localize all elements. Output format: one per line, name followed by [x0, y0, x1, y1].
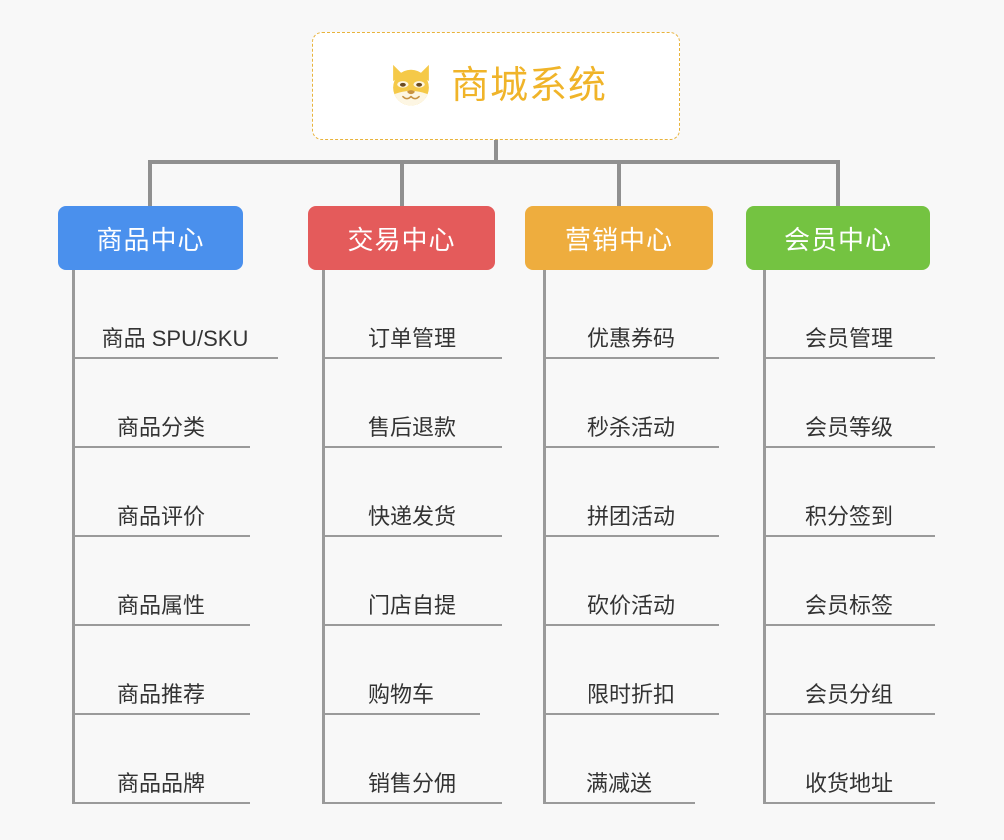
leaf-label: 购物车	[367, 681, 434, 707]
leaf-label: 商品属性	[116, 592, 205, 618]
leaf-label: 收货地址	[804, 770, 893, 796]
category-card-3[interactable]: 营销中心	[525, 206, 713, 270]
list-item[interactable]: 满减送	[543, 715, 695, 804]
root-node-card[interactable]: 商城系统	[312, 32, 680, 140]
list-item[interactable]: 门店自提	[322, 537, 502, 626]
connector-drop-4	[836, 163, 840, 206]
column-rail-1	[72, 270, 75, 804]
list-item[interactable]: 限时折扣	[543, 626, 719, 715]
list-item[interactable]: 快递发货	[322, 448, 502, 537]
leaf-label: 商品分类	[116, 414, 205, 440]
list-item[interactable]: 商品推荐	[72, 626, 250, 715]
category-card-2[interactable]: 交易中心	[308, 206, 495, 270]
connector-drop-1	[148, 163, 152, 206]
leaf-label: 门店自提	[367, 592, 456, 618]
leaf-label: 积分签到	[804, 503, 893, 529]
leaf-label: 会员等级	[804, 414, 893, 440]
list-item[interactable]: 会员标签	[763, 537, 935, 626]
connector-drop-2	[400, 163, 404, 206]
list-item[interactable]: 收货地址	[763, 715, 935, 804]
list-item[interactable]: 购物车	[322, 626, 480, 715]
leaf-label: 商品推荐	[116, 681, 205, 707]
list-item[interactable]: 商品评价	[72, 448, 250, 537]
column-rail-2	[322, 270, 325, 804]
list-item[interactable]: 积分签到	[763, 448, 935, 537]
list-item[interactable]: 订单管理	[322, 270, 502, 359]
list-item[interactable]: 会员等级	[763, 359, 935, 448]
list-item[interactable]: 商品分类	[72, 359, 250, 448]
connector-horizontal-bus	[148, 160, 840, 164]
list-item[interactable]: 销售分佣	[322, 715, 502, 804]
leaf-label: 拼团活动	[586, 503, 675, 529]
category-label-4: 会员中心	[783, 224, 892, 255]
category-label-3: 营销中心	[564, 224, 673, 255]
list-item[interactable]: 会员分组	[763, 626, 935, 715]
list-item[interactable]: 商品属性	[72, 537, 250, 626]
connector-drop-3	[617, 163, 621, 206]
list-item[interactable]: 砍价活动	[543, 537, 719, 626]
leaf-label: 商品 SPU/SKU	[101, 325, 249, 351]
column-rail-4	[763, 270, 766, 804]
column-rail-3	[543, 270, 546, 804]
root-node-label: 商城系统	[450, 65, 607, 107]
leaf-label: 商品评价	[116, 503, 205, 529]
category-card-4[interactable]: 会员中心	[746, 206, 930, 270]
leaf-label: 限时折扣	[586, 681, 675, 707]
leaf-label: 售后退款	[367, 414, 456, 440]
shiba-dog-face-icon	[393, 64, 429, 106]
leaf-label: 销售分佣	[367, 770, 456, 796]
leaf-label: 砍价活动	[586, 592, 675, 618]
leaf-label: 订单管理	[367, 325, 456, 351]
list-item[interactable]: 秒杀活动	[543, 359, 719, 448]
list-item[interactable]: 商品品牌	[72, 715, 250, 804]
connector-root-stem	[494, 140, 498, 163]
leaf-label: 优惠券码	[586, 325, 675, 351]
category-card-1[interactable]: 商品中心	[58, 206, 243, 270]
leaf-label: 会员管理	[804, 325, 893, 351]
list-item[interactable]: 商品 SPU/SKU	[72, 270, 278, 359]
category-label-2: 交易中心	[347, 224, 456, 255]
leaf-label: 满减送	[585, 770, 652, 796]
category-label-1: 商品中心	[96, 224, 205, 255]
leaf-label: 会员分组	[804, 681, 893, 707]
list-item[interactable]: 会员管理	[763, 270, 935, 359]
list-item[interactable]: 优惠券码	[543, 270, 719, 359]
list-item[interactable]: 售后退款	[322, 359, 502, 448]
leaf-label: 秒杀活动	[586, 414, 675, 440]
leaf-label: 会员标签	[804, 592, 893, 618]
list-item[interactable]: 拼团活动	[543, 448, 719, 537]
leaf-label: 快递发货	[367, 503, 456, 529]
leaf-label: 商品品牌	[116, 770, 205, 796]
